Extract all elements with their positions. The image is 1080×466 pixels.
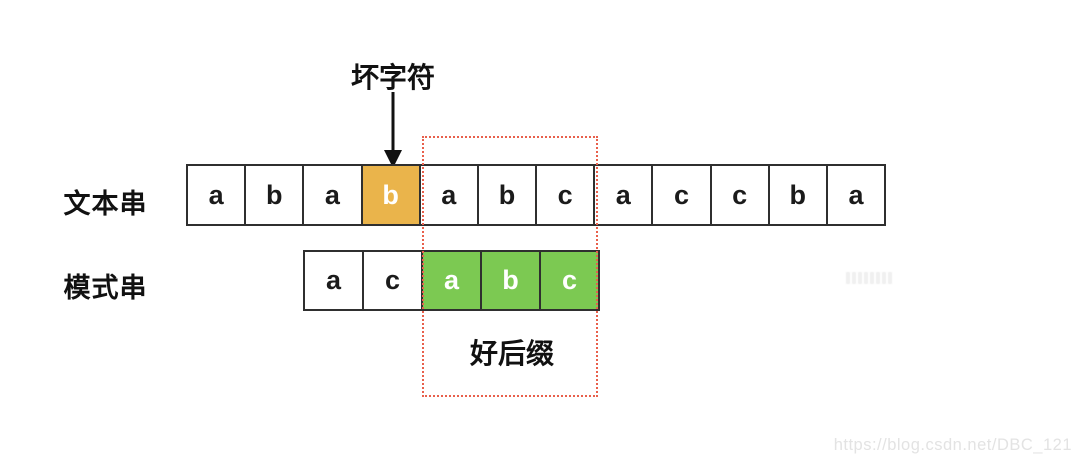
text-string-cell: a [188,166,247,224]
cell-letter: a [324,179,340,210]
pattern-string-cell: c [541,252,598,309]
good-suffix-label: 好后缀 [469,338,554,369]
cell-letter: a [848,179,864,210]
cell-letter: b [266,179,283,210]
text-string-cell: b [362,166,421,224]
text-string-label: 文本串 [63,189,148,219]
cell-letter: c [384,265,401,295]
cell-letter: b [498,179,516,210]
cell-letter: b [502,265,519,295]
cell-letter: c [732,179,748,210]
text-string-cell: b [769,166,828,224]
cell-letter: a [443,265,460,295]
text-string-cell: c [711,166,770,224]
text-string-cell: c [653,166,712,224]
cell-letter: a [208,179,224,210]
text-string-cell: a [595,166,654,224]
cell-letter: a [325,265,342,295]
bad-char-label: 坏字符 [350,62,435,93]
text-string-cell: b [478,166,538,224]
pattern-string-cell: a [423,252,482,309]
cell-letter: a [615,179,631,210]
watermark-url: https://blog.csdn.net/DBC_121 [833,436,1072,454]
cell-letter: c [561,265,578,295]
text-string-row: a b a b a b c a c c b a [186,164,886,226]
cell-letter: b [382,179,399,210]
pattern-string-cell: b [482,252,541,309]
pattern-string-row: a c a b c [303,250,600,311]
pattern-string-label: 模式串 [63,273,148,303]
text-string-cell: b [246,166,305,224]
text-string-cell: c [537,166,596,224]
watermark-small [846,272,892,284]
down-arrow-icon [384,92,402,168]
pattern-string-cell: c [364,252,423,309]
cell-letter: c [557,179,573,210]
cell-letter: a [441,179,457,210]
text-string-cell: a [420,166,479,224]
cell-letter: b [789,179,807,210]
pattern-string-cell: a [305,252,364,309]
cell-letter: c [673,179,689,210]
text-string-cell: a [827,166,885,224]
text-string-cell: a [304,166,363,224]
